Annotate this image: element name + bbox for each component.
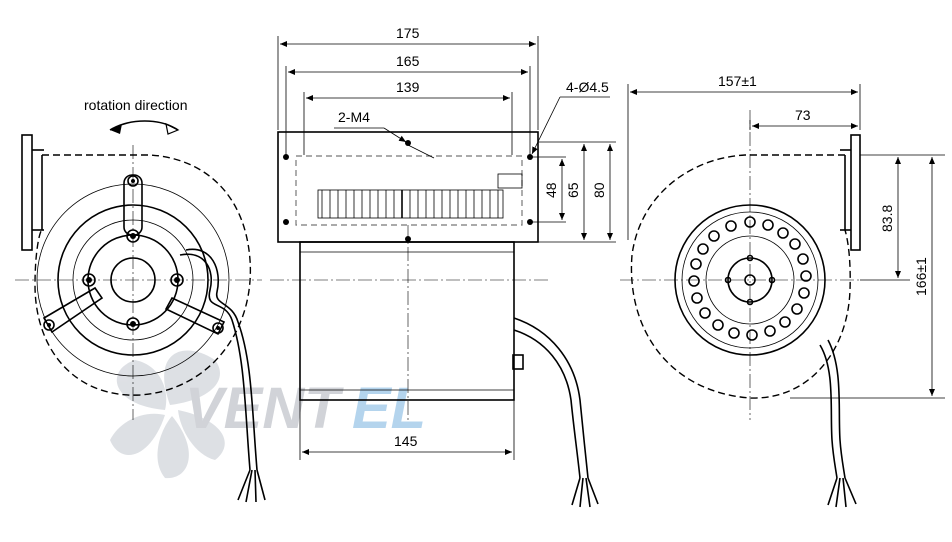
middle-wire-ends bbox=[571, 477, 599, 508]
watermark-fan-logo bbox=[110, 350, 225, 479]
right-mounting-flange bbox=[850, 134, 861, 251]
dim-65: 65 bbox=[565, 182, 581, 198]
holes-label: 4-Ø4.5 bbox=[566, 79, 609, 95]
left-scroll-housing bbox=[34, 154, 252, 396]
thread-label: 2-M4 bbox=[338, 109, 370, 125]
dim-165: 165 bbox=[396, 53, 420, 69]
watermark-text-part2: EL bbox=[352, 376, 426, 441]
watermark-text-part1: VENT bbox=[185, 376, 344, 441]
dim-83-8: 83.8 bbox=[879, 205, 895, 232]
right-hub bbox=[727, 257, 773, 303]
dim-166: 166±1 bbox=[913, 257, 929, 296]
left-view: rotation direction bbox=[15, 97, 266, 503]
right-wire-ends bbox=[827, 477, 857, 508]
middle-inner-dashed bbox=[295, 155, 523, 226]
dim-80: 80 bbox=[591, 182, 607, 198]
dim-73: 73 bbox=[795, 107, 811, 123]
rotation-direction-label: rotation direction bbox=[84, 97, 188, 113]
middle-wheel-blades bbox=[317, 173, 523, 219]
dim-157: 157±1 bbox=[718, 73, 757, 89]
left-lower-bracket-l bbox=[42, 286, 104, 334]
dim-145: 145 bbox=[394, 433, 418, 449]
right-cable bbox=[819, 344, 838, 479]
dim-139: 139 bbox=[396, 79, 420, 95]
dim-175: 175 bbox=[396, 25, 420, 41]
left-mounting-flange bbox=[21, 134, 33, 251]
dim-48: 48 bbox=[543, 182, 559, 198]
middle-motor-body bbox=[299, 241, 515, 401]
right-view: 157±1 73 83.8 166±1 bbox=[620, 73, 945, 508]
watermark: VENT EL bbox=[110, 350, 426, 479]
middle-cable bbox=[513, 317, 589, 479]
left-cable bbox=[179, 253, 251, 471]
left-wire-ends bbox=[237, 469, 266, 503]
middle-view: 175 165 139 2-M4 4-Ø4.5 48 65 80 145 bbox=[270, 25, 616, 508]
left-lower-bracket-r bbox=[164, 296, 226, 336]
right-scroll-housing bbox=[630, 154, 851, 399]
